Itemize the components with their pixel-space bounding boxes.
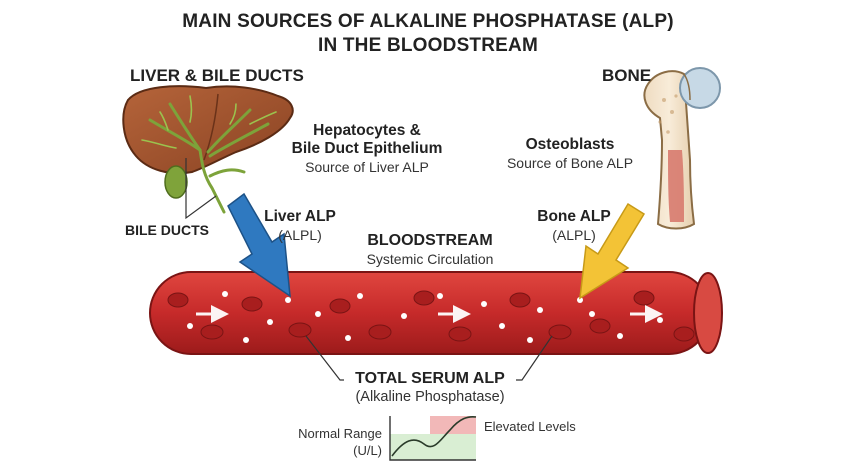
elevated-levels-label: Elevated Levels xyxy=(484,419,576,434)
liver-heading: LIVER & BILE DUCTS xyxy=(130,66,304,85)
bone-alp-gene: (ALPL) xyxy=(552,227,596,243)
bloodstream-heading: BLOODSTREAM xyxy=(367,232,493,249)
serum-heading: TOTAL SERUM ALP xyxy=(355,370,505,387)
serum-callout-lines xyxy=(305,335,553,381)
bone-illustration xyxy=(643,67,721,230)
liver-alp-arrow xyxy=(227,192,291,298)
alp-level-chart xyxy=(389,415,477,461)
liver-alp-gene: (ALPL) xyxy=(278,227,322,243)
liver-illustration xyxy=(122,85,294,220)
title-line-2: IN THE BLOODSTREAM xyxy=(318,35,538,56)
bone-cells: Osteoblasts xyxy=(525,136,615,153)
bone-heading: BONE xyxy=(602,66,652,85)
bloodstream-subtitle: Systemic Circulation xyxy=(366,251,494,267)
bone-source: Source of Bone ALP xyxy=(506,155,634,171)
blood-vessel xyxy=(149,271,723,355)
serum-subtitle: (Alkaline Phosphatase) xyxy=(355,389,505,405)
bone-alp-arrow xyxy=(579,202,646,300)
liver-cells-line-2: Bile Duct Epithelium xyxy=(291,140,443,157)
bile-ducts-label: BILE DUCTS xyxy=(125,222,209,238)
liver-source: Source of Liver ALP xyxy=(305,159,429,175)
normal-range-label-line-1: Normal Range xyxy=(298,426,382,441)
liver-cells-line-1: Hepatocytes & xyxy=(313,122,421,139)
normal-range-label-line-2: (U/L) xyxy=(353,443,382,458)
bone-alp-name: Bone ALP xyxy=(537,208,611,225)
liver-alp-name: Liver ALP xyxy=(264,208,336,225)
title-line-1: MAIN SOURCES OF ALKALINE PHOSPHATASE (AL… xyxy=(182,11,674,32)
